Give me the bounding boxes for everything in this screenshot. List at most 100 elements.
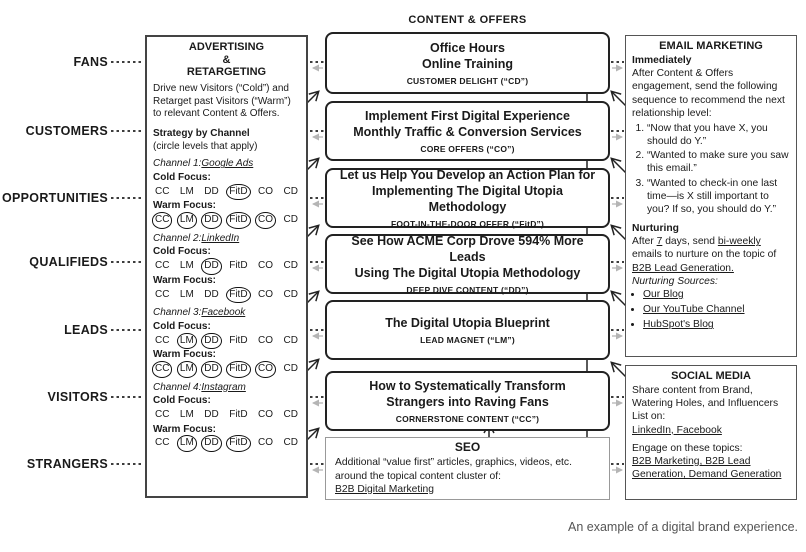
channel-name-link[interactable]: Instagram [201,381,246,393]
offer-box-lead-magnet: The Digital Utopia Blueprint LEAD MAGNET… [325,300,610,360]
offer-subtitle: DEEP DIVE CONTENT (“DD”) [406,285,529,296]
offer-title: Office Hours [429,40,505,55]
cold-focus-label: Cold Focus: [153,246,211,258]
level-token: CC [155,260,170,272]
level-token: CC [155,409,170,421]
cold-focus-levels: CC LM DD FitD CO CD [153,332,300,350]
level-token: DD [201,332,222,350]
offer-title: Online Training [422,57,513,71]
level-token: LM [176,360,197,378]
warm-focus-label: Warm Focus: [153,349,216,361]
level-token: CO [255,360,277,378]
seo-title: SEO [454,440,481,454]
level-token: CO [258,437,274,449]
warm-focus-label: Warm Focus: [153,274,216,286]
engage-text: Engage on these topics: [632,442,743,454]
cold-focus-levels: CC LM DD FitD CO CD [153,183,300,201]
funnel-label-qualifieds: QUALIFIEDS [29,255,108,269]
warm-focus-label: Warm Focus: [153,423,216,435]
offer-box-foot-in-the-door: Let us Help You Develop an Action Plan f… [325,168,610,230]
level-token: LM [179,185,194,197]
level-token: CD [283,214,298,226]
social-media-panel: SOCIAL MEDIA Share content from Brand, W… [625,365,797,500]
diagram-caption: An example of a digital brand experience… [567,520,798,534]
offer-subtitle: CUSTOMER DELIGHT (“CD”) [406,76,529,87]
level-token: CO [258,409,274,421]
channel-name-link[interactable]: Google Ads [201,158,254,170]
email-sequence-item: “Now that you have X, you should do Y.” [647,122,790,148]
level-token: FitD [226,286,251,304]
level-token: CD [283,288,298,300]
funnel-label-strangers: STRANGERS [26,457,108,471]
level-token: DD [201,212,222,229]
level-token: DD [204,288,219,300]
nurturing-cadence: bi-weekly [717,236,761,248]
level-token: CO [255,212,277,229]
source-link-our-blog[interactable]: Our Blog [643,289,684,300]
cold-focus-levels: CC LM DD FitD CO CD [153,408,300,423]
source-link-hubspot-blog[interactable]: HubSpot's Blog [643,319,714,331]
warm-focus-label: Warm Focus: [153,200,216,212]
offer-box-deep-dive: See How ACME Corp Drove 594% More Leads … [325,233,610,296]
nurturing-days: 7 [656,236,663,248]
level-token: CC [155,288,170,300]
channel-name-link[interactable]: Facebook [201,307,246,319]
seo-description: Additional “value first” articles, graph… [335,457,572,482]
channel-name-link[interactable]: LinkedIn [201,232,240,244]
nurturing-sources-label: Nurturing Sources: [632,275,718,287]
level-token: FitD [226,435,251,453]
engage-topics-link[interactable]: B2B Marketing, B2B Lead Generation, Dema… [632,455,782,481]
nurturing-label: Nurturing [632,223,679,235]
level-token: CC [152,212,173,229]
share-text: Share content from Brand, Watering Holes… [632,385,779,423]
advertising-panel-title: ADVERTISING & RETARGETING [186,41,267,79]
offer-subtitle: CORNERSTONE CONTENT (“CC”) [395,414,540,425]
seo-topic-link[interactable]: B2B Digital Marketing [335,483,435,495]
advertising-panel: ADVERTISING & RETARGETING Drive new Visi… [145,35,308,498]
warm-focus-levels: CC LM DD FitD CO CD [152,212,300,229]
funnel-label-customers: CUSTOMERS [25,124,108,138]
source-link-youtube-channel[interactable]: Our YouTube Channel [643,304,745,316]
level-token: CC [155,185,170,197]
funnel-label-fans: FANS [73,55,108,69]
offer-box-core-offers: Implement First Digital Experience Month… [325,101,610,161]
level-token: CD [283,362,298,374]
level-token: CO [258,185,274,197]
level-token: FitD [226,212,251,229]
level-token: FitD [229,409,248,421]
level-token: CO [258,260,274,272]
channel-2-linkedin: Channel 2:LinkedIn Cold Focus: CC LM DD … [153,232,300,304]
warm-focus-levels: CC LM DD FitD CO CD [152,360,300,378]
channel-label: Channel 1: [153,158,202,170]
strategy-note: (circle levels that apply) [153,140,258,152]
level-token: FitD [226,360,251,378]
level-token: LM [176,212,197,229]
advertising-description: Drive new Visitors (“Cold”) and Retarget… [153,82,291,120]
nurturing-topic-link[interactable]: B2B Lead Generation. [632,262,734,274]
level-token: DD [201,435,222,453]
offer-title: Strangers into Raving Fans [386,395,549,409]
funnel-label-leads: LEADS [64,323,108,337]
funnel-label-opportunities: OPPORTUNITIES [2,191,108,205]
cold-focus-label: Cold Focus: [153,320,211,332]
level-token: CC [152,360,173,378]
offer-title: How to Systematically Transform [369,378,566,393]
offer-subtitle: CORE OFFERS (“CO”) [420,144,515,155]
level-token: CD [283,185,298,197]
funnel-label-visitors: VISITORS [47,390,108,404]
level-token: CD [283,409,298,421]
offer-title: Using The Digital Utopia Methodology [354,266,581,281]
channel-label: Channel 3: [153,307,202,319]
level-token: DD [201,360,222,378]
social-media-title: SOCIAL MEDIA [671,370,751,382]
offer-subtitle: FOOT-IN-THE-DOOR OFFER (“FitD”) [390,219,545,230]
offer-title: The Digital Utopia Blueprint [385,315,550,330]
cold-focus-label: Cold Focus: [153,395,211,407]
warm-focus-levels: CC LM DD FitD CO CD [153,286,300,304]
email-marketing-title: EMAIL MARKETING [659,40,763,52]
offer-box-customer-delight: Office Hours Online Training CUSTOMER DE… [325,32,610,94]
cold-focus-levels: CC LM DD FitD CO CD [153,258,300,275]
share-networks-link[interactable]: LinkedIn, Facebook [632,424,722,436]
offer-title: See How ACME Corp Drove 594% More Leads [351,233,584,264]
